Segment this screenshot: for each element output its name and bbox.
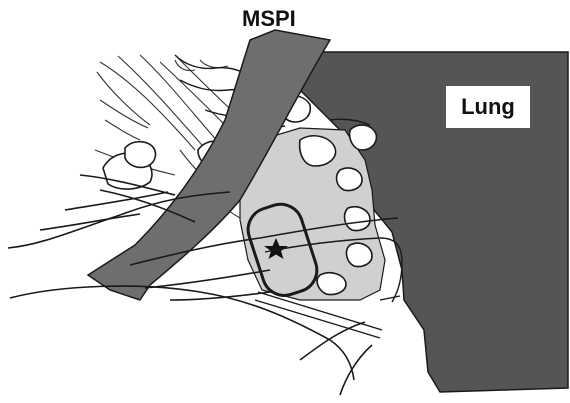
lung-label: Lung [461,94,515,120]
mspi-label: MSPI [242,6,296,32]
lung-label-box: Lung [446,86,530,128]
